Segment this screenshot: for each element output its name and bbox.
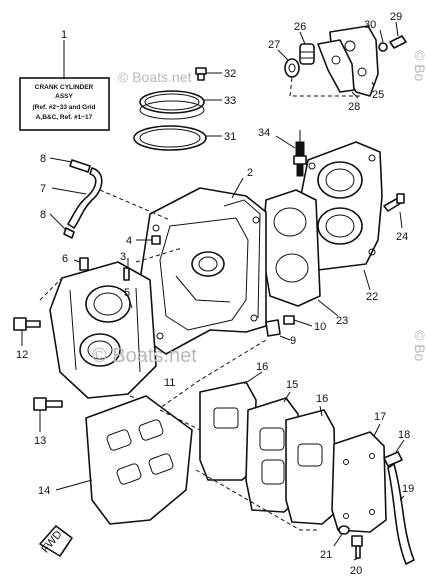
label-1: 1 — [61, 29, 67, 41]
cylinder-block — [49, 261, 157, 399]
gasket-14 — [85, 395, 193, 525]
label-30: 30 — [364, 19, 376, 31]
washer-30 — [378, 42, 388, 52]
label-22: 22 — [366, 291, 378, 303]
label-7: 7 — [40, 183, 46, 195]
part-number-labels: 1 2 3 4 5 6 7 8 8 9 10 11 12 13 14 15 16… — [16, 11, 414, 577]
label-24: 24 — [396, 231, 408, 243]
label-4: 4 — [126, 235, 132, 247]
label-3: 3 — [120, 251, 126, 263]
label-28: 28 — [348, 101, 360, 113]
spark-plug-34 — [293, 130, 307, 177]
bolt-10 — [283, 315, 295, 325]
label-2: 2 — [247, 167, 253, 179]
label-18: 18 — [398, 429, 410, 441]
label-15: 15 — [286, 379, 298, 391]
label-23: 23 — [336, 315, 348, 327]
label-8-bottom: 8 — [40, 209, 46, 221]
bolt-6 — [79, 257, 89, 271]
exhaust-gasket-16-right — [285, 409, 337, 525]
oring-33 — [139, 90, 205, 120]
hose-19 — [387, 463, 415, 565]
callout-line-1: CRANK CYLINDER — [35, 84, 94, 91]
label-20: 20 — [350, 565, 362, 577]
bolt-24 — [383, 193, 405, 212]
label-26: 26 — [294, 21, 306, 33]
exhaust-outer-cover-17 — [331, 431, 387, 533]
label-25: 25 — [372, 89, 384, 101]
label-34: 34 — [258, 127, 270, 139]
nipple-18 — [383, 451, 403, 467]
label-29: 29 — [390, 11, 402, 23]
crankcase-2 — [139, 187, 267, 355]
watermark-top: © Boats.net — [118, 69, 191, 85]
forward-direction-icon: FWD — [39, 525, 73, 557]
label-16-right: 16 — [316, 393, 328, 405]
bolt-13 — [33, 397, 63, 411]
plug-32 — [195, 67, 207, 81]
dowel-pin-5 — [123, 267, 130, 281]
label-32: 32 — [224, 68, 236, 80]
callout-line-3: (Ref. #2~33 and Grid — [32, 104, 95, 111]
callout-line-4: A,B&C, Ref. #1~17 — [36, 114, 93, 121]
label-16-left: 16 — [256, 361, 268, 373]
label-21: 21 — [320, 549, 332, 561]
grommet-27 — [284, 58, 300, 78]
label-11: 11 — [164, 377, 175, 389]
label-17: 17 — [374, 411, 386, 423]
bolt-12 — [13, 317, 41, 331]
hose-fitting-8-bottom — [63, 227, 75, 239]
bolt-29 — [389, 35, 407, 49]
cylinder-head-22 — [299, 141, 383, 271]
label-19: 19 — [402, 483, 414, 495]
label-10: 10 — [314, 321, 326, 333]
label-5: 5 — [124, 287, 130, 299]
washer-21 — [338, 525, 350, 535]
watermark-middle: © Boats.net — [92, 345, 197, 367]
hose-7 — [67, 167, 103, 229]
gasket-28 — [317, 39, 355, 93]
label-13: 13 — [34, 435, 46, 447]
label-33: 33 — [224, 95, 236, 107]
label-27: 27 — [268, 39, 280, 51]
label-6: 6 — [62, 253, 68, 265]
hose-fitting-8-top — [69, 159, 91, 173]
anode-9 — [265, 319, 281, 337]
callout-line-2: ASSY — [55, 93, 73, 100]
label-9: 9 — [290, 335, 296, 347]
dowel-pin-4 — [151, 235, 161, 245]
gasket-31 — [133, 125, 207, 151]
label-31: 31 — [224, 131, 236, 143]
watermark-right-bottom: © Bo — [412, 330, 427, 362]
bolt-20 — [351, 535, 363, 559]
label-8-top: 8 — [40, 153, 46, 165]
label-12: 12 — [16, 349, 28, 361]
label-14: 14 — [38, 485, 50, 497]
watermark-right-top: © Bo — [412, 50, 427, 82]
thermostat-26 — [299, 43, 315, 65]
assembly-callout-box: CRANK CYLINDER ASSY (Ref. #2~33 and Grid… — [19, 77, 110, 131]
head-gasket-23 — [261, 189, 321, 307]
